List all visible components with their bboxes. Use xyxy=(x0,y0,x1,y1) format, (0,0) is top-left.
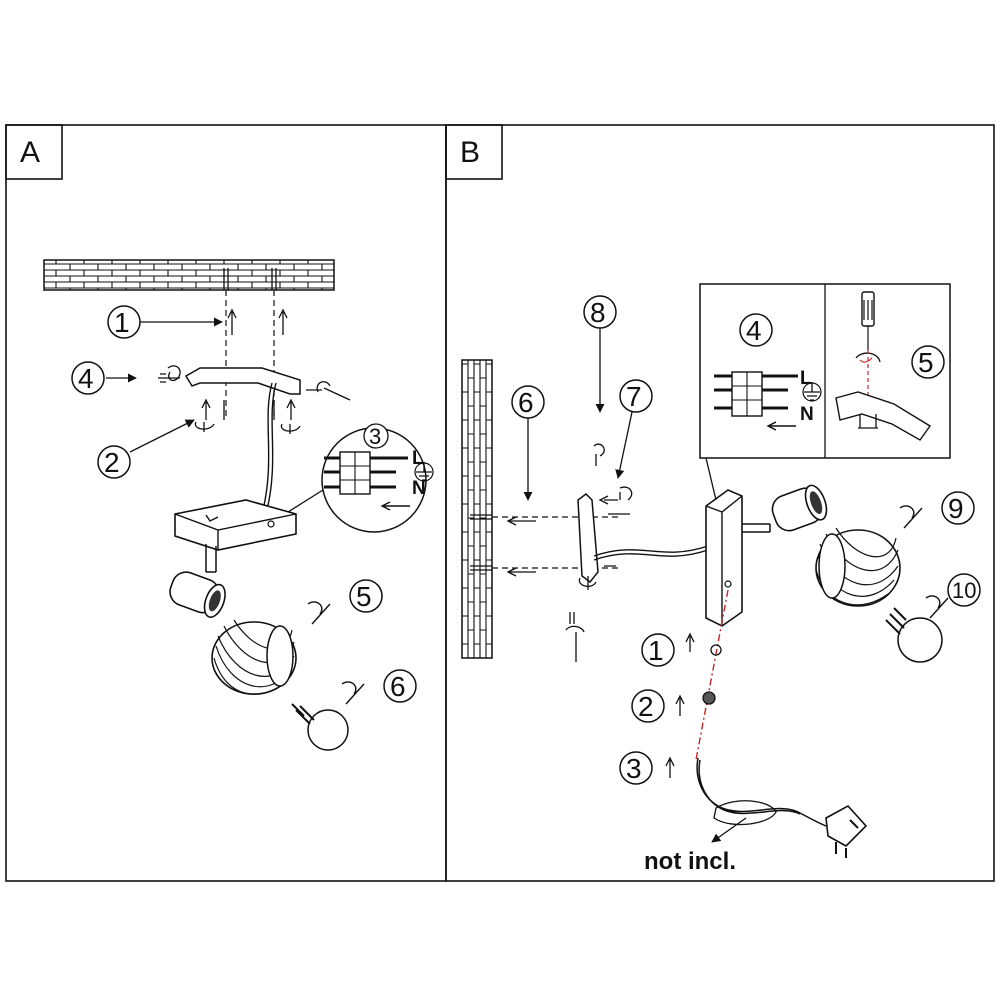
arrow-icon xyxy=(711,817,747,843)
svg-text:9: 9 xyxy=(948,493,964,524)
svg-text:10: 10 xyxy=(952,578,976,603)
screw-icon xyxy=(702,691,716,705)
svg-text:8: 8 xyxy=(590,297,606,328)
terminal-live-label: L xyxy=(412,448,424,469)
arrow-icon xyxy=(380,501,410,511)
power-cable xyxy=(696,757,827,827)
svg-text:1: 1 xyxy=(648,635,664,666)
arrow-icon xyxy=(766,421,796,431)
earth-symbol-icon xyxy=(416,462,432,481)
svg-text:5: 5 xyxy=(356,581,372,612)
bulb-icon xyxy=(291,703,349,751)
rotate-icon xyxy=(859,357,873,363)
step-label-b2: 2 xyxy=(631,689,665,723)
screwdriver-icon xyxy=(861,291,875,350)
not-included-note: not incl. xyxy=(644,848,736,875)
brick-wall-icon xyxy=(461,359,493,659)
svg-text:7: 7 xyxy=(626,381,642,412)
step-label-b5: 5 xyxy=(911,345,945,379)
arrow-icon xyxy=(506,516,536,577)
svg-text:6: 6 xyxy=(518,387,534,418)
step-label-a6: 6 xyxy=(383,669,417,703)
spotlight-arm xyxy=(205,544,217,573)
step-label-a5: 5 xyxy=(349,579,383,613)
panel-b-frame xyxy=(445,124,995,882)
step-label-a3: 3 xyxy=(363,423,389,449)
step-label-a4: 4 xyxy=(71,361,137,395)
step-label-b3: 3 xyxy=(619,751,653,785)
svg-text:6: 6 xyxy=(390,671,406,702)
arrow-icon xyxy=(665,632,695,778)
terminal-neutral-label: N xyxy=(800,404,814,425)
rotate-icon xyxy=(899,505,949,619)
screw-icon xyxy=(194,400,301,434)
rotate-icon xyxy=(855,352,881,363)
step-label-b6: 6 xyxy=(511,385,545,501)
step-label-a2: 2 xyxy=(97,419,195,479)
screw-icon xyxy=(470,514,492,571)
plug-icon xyxy=(825,804,868,858)
spotlight-head xyxy=(771,484,828,532)
screw-icon xyxy=(565,443,633,662)
bulb-icon xyxy=(885,607,943,663)
svg-text:2: 2 xyxy=(104,447,120,478)
svg-text:5: 5 xyxy=(918,347,934,378)
screw-icon xyxy=(858,414,878,429)
step-label-b10: 10 xyxy=(947,573,981,607)
step-label-b7: 7 xyxy=(615,379,653,479)
spotlight-arm xyxy=(742,523,771,533)
cable-route-line xyxy=(695,589,729,761)
power-cable xyxy=(593,545,709,561)
mounting-bracket xyxy=(577,493,599,584)
svg-text:2: 2 xyxy=(638,691,654,722)
lamp-shade-icon xyxy=(211,619,297,695)
panel-a-title: A xyxy=(20,136,40,169)
step-label-b9: 9 xyxy=(941,491,975,525)
canopy-box xyxy=(174,499,297,551)
alignment-line xyxy=(492,516,620,569)
svg-text:4: 4 xyxy=(746,315,762,346)
rotate-icon xyxy=(316,381,351,401)
terminal-live-label: L xyxy=(800,368,812,389)
svg-text:4: 4 xyxy=(78,363,94,394)
rotate-icon xyxy=(307,601,365,705)
step-label-b1: 1 xyxy=(641,633,675,667)
step-label-b8: 8 xyxy=(583,295,617,413)
panel-b-title-box xyxy=(445,124,503,180)
brick-wall-icon xyxy=(43,259,335,291)
arrow-icon xyxy=(201,308,296,420)
panel-a-title-box xyxy=(5,124,63,180)
terminal-neutral-label: N xyxy=(412,478,426,499)
arrow-icon xyxy=(598,495,618,505)
step-label-a1: 1 xyxy=(107,305,223,339)
panel-b-title: B xyxy=(460,136,480,169)
alignment-line xyxy=(225,290,275,420)
screw-icon xyxy=(710,644,722,656)
svg-text:3: 3 xyxy=(369,424,381,449)
mounting-bracket xyxy=(835,391,932,441)
step-label-b4: 4 xyxy=(739,313,773,347)
wire-icon xyxy=(714,374,798,410)
screw-icon xyxy=(223,268,277,290)
canopy-box xyxy=(705,489,743,627)
earth-symbol-icon xyxy=(804,382,820,401)
svg-text:1: 1 xyxy=(114,307,130,338)
screw-icon xyxy=(158,365,322,391)
spotlight-head xyxy=(169,571,226,618)
power-cable xyxy=(261,382,277,515)
wire-icon xyxy=(324,456,408,489)
svg-text:3: 3 xyxy=(626,753,642,784)
mounting-bracket xyxy=(184,367,301,395)
lamp-shade-icon xyxy=(815,527,901,607)
